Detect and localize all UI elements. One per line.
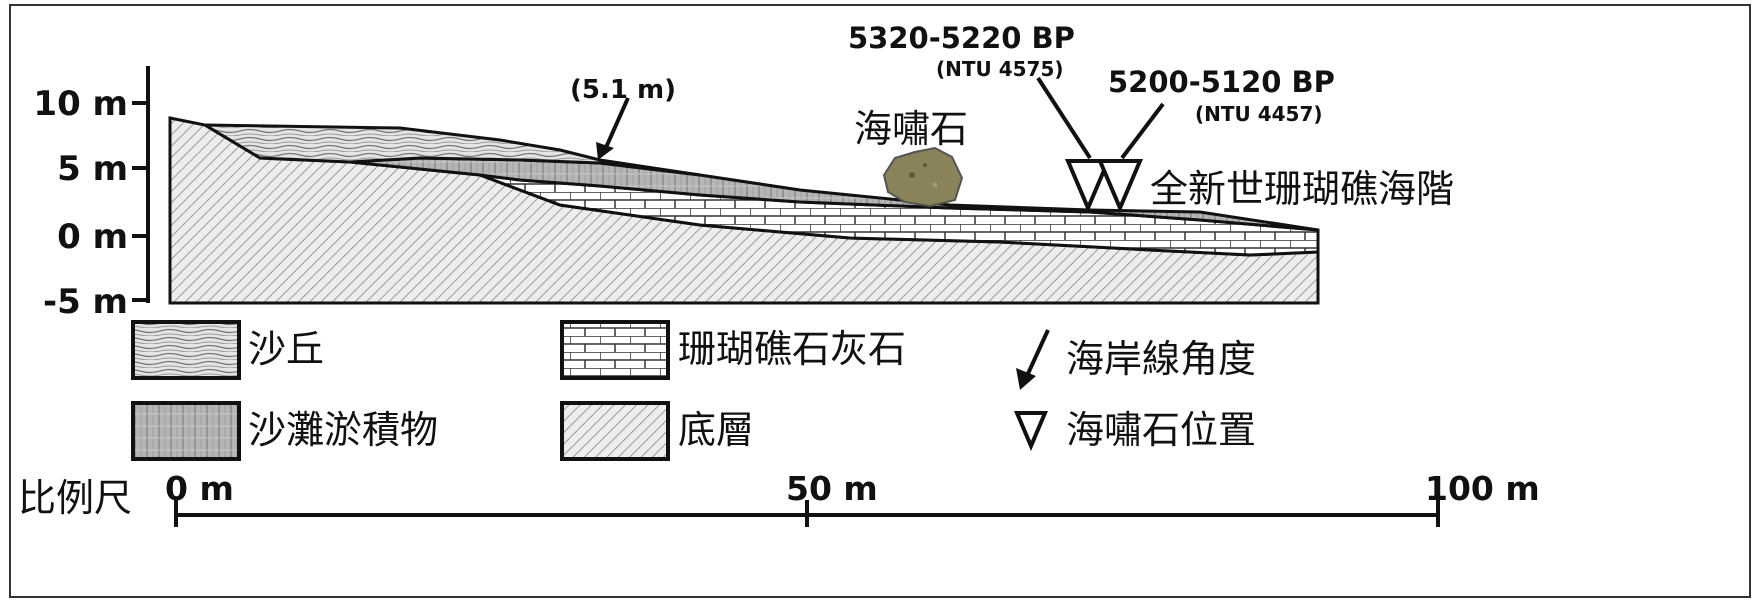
y-tick-label: 5 m <box>57 149 128 189</box>
legend-swatch-beach <box>131 401 241 461</box>
date-age: 5320-5220 BP <box>848 21 1075 55</box>
legend-label: 底層 <box>678 408 754 452</box>
boulder-position-marker <box>1096 159 1144 214</box>
legend-label: 海岸線角度 <box>1066 337 1256 381</box>
tsunami-boulder: 海嘯石 <box>854 107 968 208</box>
dune-layer <box>199 123 701 177</box>
legend-label: 海嘯石位置 <box>1066 408 1256 452</box>
scale-tick-label: 50 m <box>786 469 878 508</box>
legend-swatch-dune <box>131 320 241 380</box>
legend-swatch-coral <box>560 320 670 380</box>
legend-label: 沙丘 <box>248 327 324 371</box>
height-annotation: (5.1 m) <box>570 75 676 160</box>
height-label: (5.1 m) <box>570 75 676 105</box>
date-lab-code: (NTU 4457) <box>1195 102 1323 126</box>
date-age: 5200-5120 BP <box>1108 65 1335 99</box>
y-tick-label: 0 m <box>57 217 128 257</box>
date-lab-code: (NTU 4575) <box>936 57 1064 81</box>
figure-frame <box>9 4 1751 598</box>
y-axis: 10 m 5 m 0 m -5 m <box>33 66 150 322</box>
y-tick-label: -5 m <box>43 282 128 322</box>
scale-bar-title: 比例尺 <box>18 476 132 520</box>
legend-label: 珊瑚礁石灰石 <box>678 327 906 371</box>
shoreline-arrowhead-icon <box>1016 368 1036 390</box>
dating-annotations: 5320-5220 BP (NTU 4575) 5200-5120 BP (NT… <box>848 21 1454 214</box>
legend: 沙丘 沙灘淤積物 珊瑚礁石灰石 底層 海岸線角度 海嘯石位置 <box>131 320 1256 461</box>
cross-section <box>168 116 1320 305</box>
shoreline-arrow-icon <box>1024 329 1050 379</box>
y-tick-label: 10 m <box>33 84 128 124</box>
terrace-label: 全新世珊瑚礁海階 <box>1150 167 1454 211</box>
boulder-label: 海嘯石 <box>854 107 968 151</box>
legend-swatch-bedrock <box>560 401 670 461</box>
legend-label: 沙灘淤積物 <box>248 408 438 452</box>
scale-bar: 比例尺 0 m 50 m 100 m <box>18 469 1540 527</box>
scale-tick-label: 100 m <box>1425 469 1540 508</box>
boulder-position-marker <box>1064 159 1112 214</box>
triangle-marker-icon <box>1013 411 1049 452</box>
